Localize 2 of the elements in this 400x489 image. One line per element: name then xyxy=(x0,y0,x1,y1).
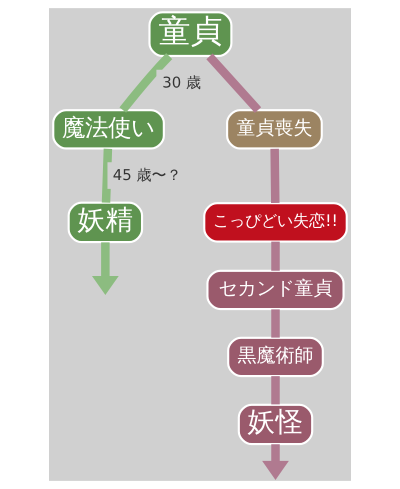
edge-label: 30 歳 xyxy=(162,74,201,92)
edge-label: 45 歳〜？ xyxy=(112,166,182,184)
